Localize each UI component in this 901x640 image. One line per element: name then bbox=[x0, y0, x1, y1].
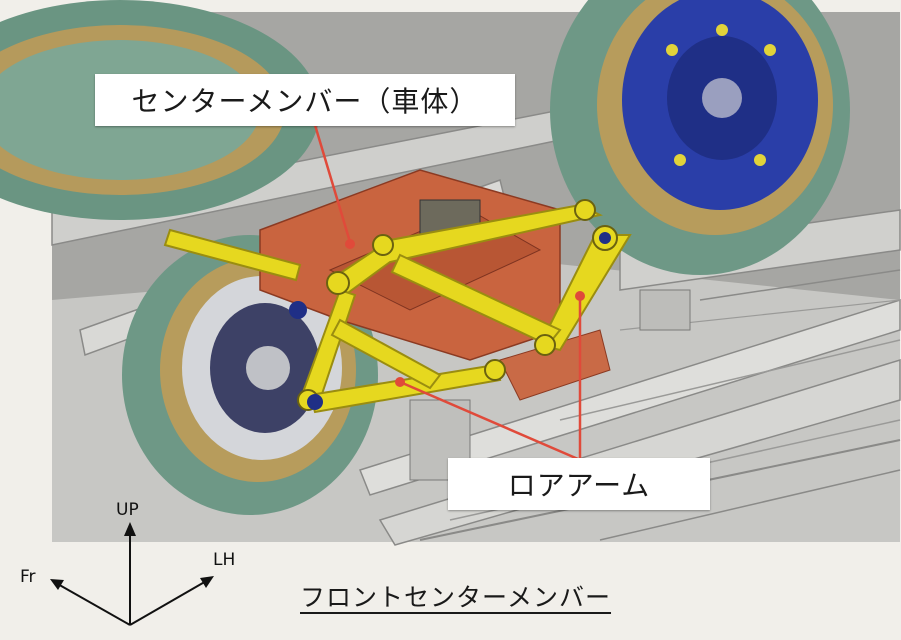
axis-label-left-hand: LH bbox=[213, 550, 236, 570]
axis-arrows bbox=[50, 522, 214, 626]
axis-label-front: Fr bbox=[20, 567, 36, 587]
lower-arm bbox=[163, 203, 632, 414]
lower-arm-joints bbox=[297, 199, 618, 411]
leader-lines bbox=[313, 124, 582, 461]
leader-points bbox=[345, 239, 585, 387]
center-member-callout: センターメンバー（車体） bbox=[95, 74, 515, 126]
lower-arm-callout: ロアアーム bbox=[448, 458, 710, 510]
tire-top-right bbox=[550, 0, 850, 275]
bushing-dark bbox=[289, 232, 611, 410]
axis-label-up: UP bbox=[116, 500, 139, 520]
tire-bottom-left bbox=[122, 235, 378, 515]
figure-caption: フロントセンターメンバー bbox=[300, 583, 612, 612]
